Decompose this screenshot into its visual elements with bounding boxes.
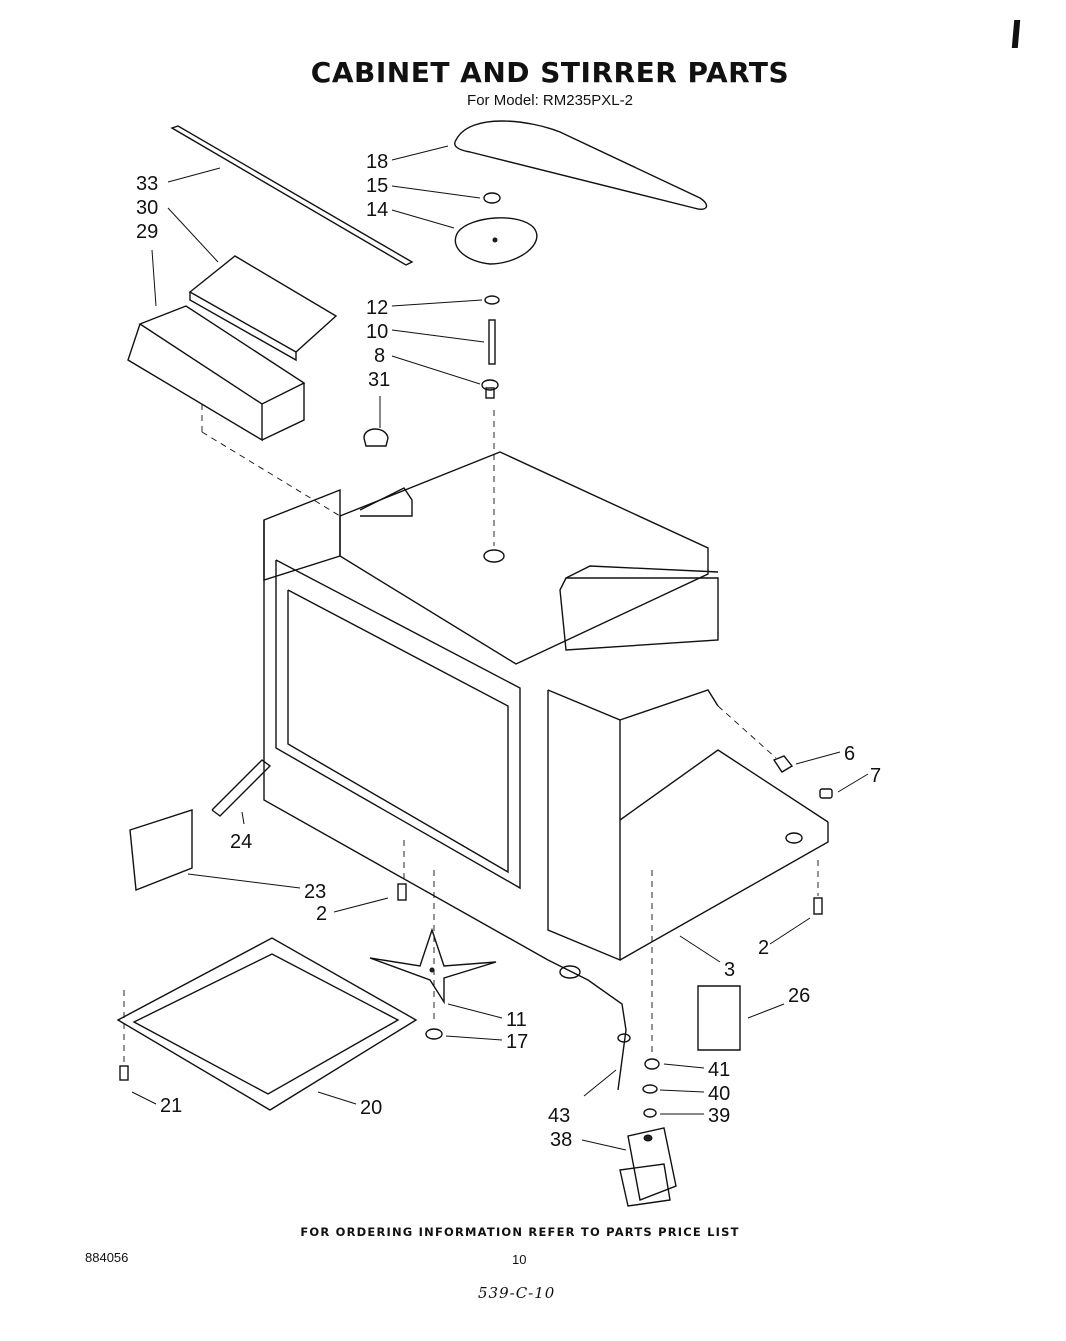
callout-43: 43 (548, 1105, 570, 1127)
part-38-motor-bracket (619, 1127, 677, 1207)
callout-26: 26 (788, 985, 810, 1007)
part-41-nut (644, 1058, 660, 1070)
callout-3: 3 (724, 959, 735, 981)
part-2-screw-right (813, 897, 823, 915)
callout-12: 12 (366, 297, 388, 319)
part-15-hub (483, 192, 501, 204)
callout-18: 18 (366, 151, 388, 173)
page-number: 10 (512, 1252, 527, 1267)
callout-11: 11 (506, 1009, 527, 1031)
callout-31: 31 (368, 369, 390, 391)
callout-40: 40 (708, 1083, 730, 1105)
callout-38: 38 (550, 1129, 572, 1151)
callout-17: 17 (506, 1031, 528, 1053)
callout-39: 39 (708, 1105, 730, 1127)
callout-30: 30 (136, 197, 158, 219)
callout-2-right: 2 (758, 937, 769, 959)
callout-20: 20 (360, 1097, 382, 1119)
part-18-belt (454, 120, 708, 210)
part-2-screw-left (397, 883, 407, 901)
part-24-bracket (211, 759, 272, 817)
callout-leader-lines (131, 145, 869, 1151)
page-title: CABINET AND STIRRER PARTS (310, 56, 790, 89)
callout-6: 6 (844, 743, 855, 765)
part-33-strip (170, 125, 414, 266)
ordering-footnote: FOR ORDERING INFORMATION REFER TO PARTS … (300, 1225, 740, 1239)
part-23-cover (129, 809, 193, 891)
callout-2-left: 2 (316, 903, 327, 925)
callout-23: 23 (304, 881, 326, 903)
part-14-stirrer (454, 217, 538, 265)
part-20-tray (116, 937, 418, 1111)
part-29-duct (127, 305, 306, 442)
part-30-panel (188, 255, 338, 362)
part-10-shaft (488, 319, 496, 365)
part-21-screw (119, 1065, 129, 1081)
callout-labels: 33 30 29 18 15 14 12 10 8 31 6 7 24 23 2… (136, 151, 881, 1151)
part-3-cabinet (263, 451, 829, 962)
part-12-washer (484, 295, 500, 305)
document-code: 884056 (85, 1250, 129, 1265)
part-8-bearing (481, 379, 499, 399)
part-26-cover (697, 985, 741, 1051)
callout-33: 33 (136, 173, 158, 195)
callout-21: 21 (160, 1095, 182, 1117)
callout-29: 29 (136, 221, 158, 243)
callout-10: 10 (366, 321, 388, 343)
callout-8: 8 (374, 345, 385, 367)
callout-15: 15 (366, 175, 388, 197)
part-39-washer (643, 1108, 657, 1118)
callout-41: 41 (708, 1059, 730, 1081)
part-11-fan-blade (369, 927, 497, 1005)
part-31-clip (363, 428, 389, 447)
handwritten-note: 539-C-10 (478, 1284, 556, 1302)
assembly-dashed-lines (123, 404, 819, 1062)
callout-14: 14 (366, 199, 388, 221)
callout-7: 7 (870, 765, 881, 787)
part-40-washer (642, 1084, 658, 1094)
callout-24: 24 (230, 831, 252, 853)
part-43-wire (547, 959, 631, 1091)
model-subtitle: For Model: RM235PXL-2 (467, 92, 633, 109)
part-17-nut (425, 1028, 443, 1040)
part-7-screw (819, 788, 833, 799)
part-6-fastener (772, 755, 794, 773)
